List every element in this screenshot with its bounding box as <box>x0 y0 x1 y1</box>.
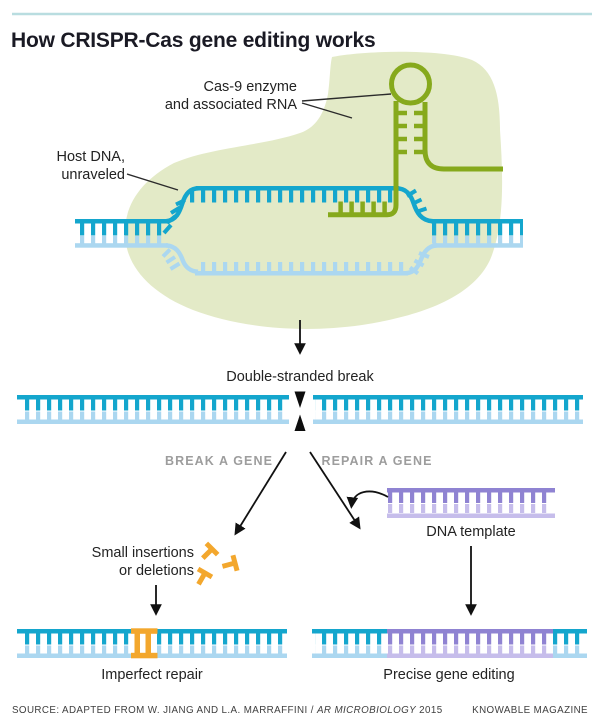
insertions-label-line1: Small insertions <box>92 545 194 561</box>
template-hook-arrow-icon <box>346 490 389 509</box>
broken-dna-row <box>17 391 583 431</box>
cas9-pointer-lines <box>301 93 392 119</box>
source-credit: SOURCE: ADAPTED FROM W. JIANG AND L.A. M… <box>12 705 443 716</box>
rna-rungs <box>396 110 425 155</box>
imperfect-repair-dna <box>17 628 287 659</box>
rna-guide-teeth <box>338 201 387 214</box>
host-dna-top-strand <box>75 186 523 236</box>
insertion-fragments-icon <box>196 541 240 586</box>
precise-editing-dna <box>312 629 587 658</box>
host-dna-bottom-curves <box>161 243 438 276</box>
publisher-credit: KNOWABLE MAGAZINE <box>472 705 588 716</box>
host-dna-bottom-strand <box>75 236 523 276</box>
precise-editing-label: Precise gene editing <box>383 667 514 683</box>
insertions-label-line2: or deletions <box>119 563 194 579</box>
dna-template-strand <box>387 488 555 518</box>
imperfect-repair-label: Imperfect repair <box>101 667 203 683</box>
guide-rna-hairpin <box>328 62 503 218</box>
cas9-label-line2: and associated RNA <box>165 97 298 113</box>
break-branch-arrow-icon <box>234 451 287 536</box>
top-strand-fan-teeth <box>162 188 428 235</box>
bottom-strand-fan-teeth <box>161 248 430 276</box>
orange-repair-segment <box>131 628 158 659</box>
host-dna-label-line2: unraveled <box>61 167 125 183</box>
break-marker-bottom-icon <box>294 414 306 431</box>
host-dna-pointer-line <box>126 173 179 191</box>
branch-break-heading: BREAK A GENE <box>165 454 273 468</box>
branch-repair-heading: REPAIR A GENE <box>321 454 432 468</box>
dna-template-label: DNA template <box>426 524 515 540</box>
host-dna-top-curves <box>162 186 434 235</box>
repair-branch-arrow-icon <box>309 451 361 530</box>
rna-left-arm <box>328 101 399 218</box>
rna-loop <box>389 62 432 106</box>
host-dna-label-line1: Host DNA, <box>57 149 126 165</box>
rna-right-arm <box>422 102 503 172</box>
break-label: Double-stranded break <box>226 369 374 385</box>
break-marker-top-icon <box>294 391 306 408</box>
cas9-label-line1: Cas-9 enzyme <box>204 79 297 95</box>
page-title: How CRISPR-Cas gene editing works <box>11 29 375 52</box>
